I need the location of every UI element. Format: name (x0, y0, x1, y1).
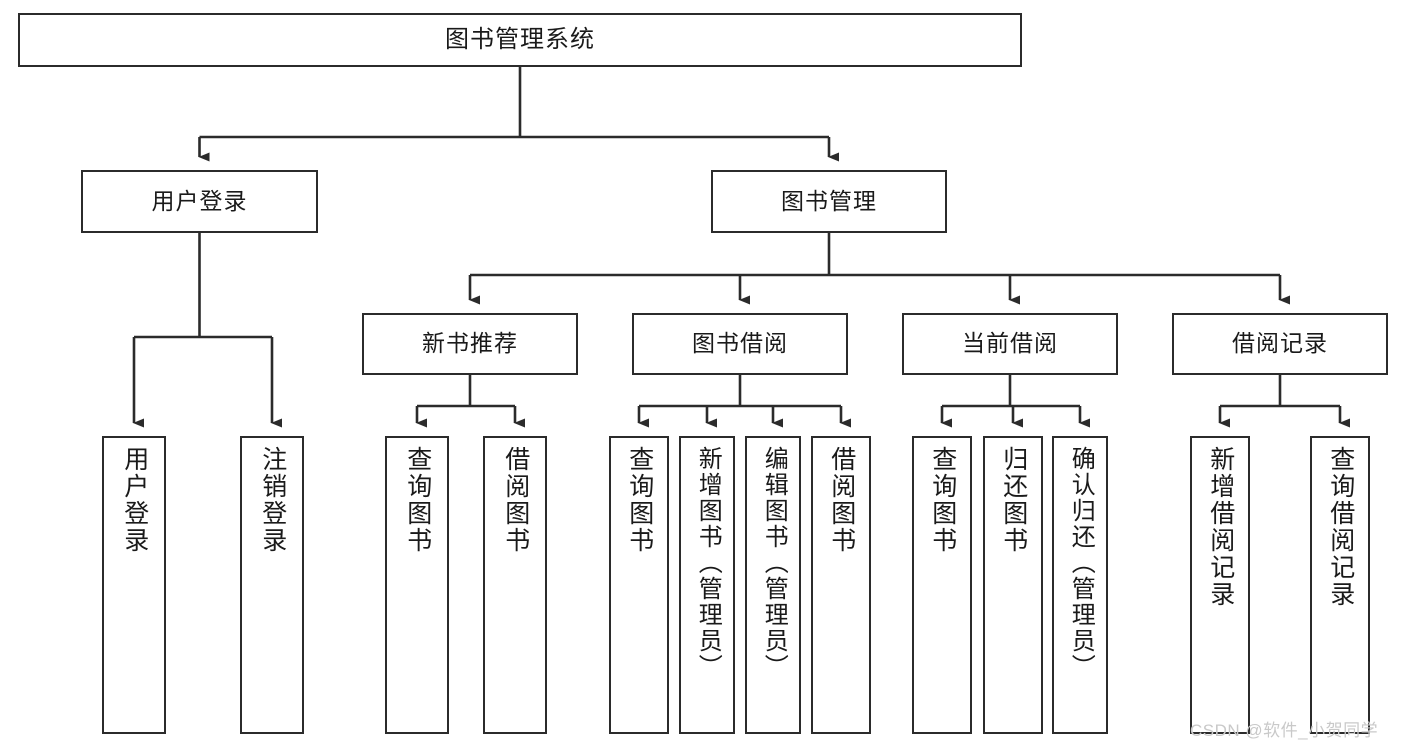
node-label: 新增图书（管理员） (694, 446, 722, 680)
node-leaf-cur-query[interactable]: 查询图书 (912, 436, 972, 734)
node-label: 查询图书 (625, 446, 654, 554)
node-label: 用户登录 (120, 446, 149, 554)
node-label: 查询借阅记录 (1326, 446, 1355, 608)
node-label: 借阅图书 (501, 446, 530, 554)
node-leaf-cur-return[interactable]: 归还图书 (983, 436, 1043, 734)
node-label: 注销登录 (258, 446, 287, 554)
node-leaf-userlogin[interactable]: 用户登录 (102, 436, 166, 734)
watermark-label: CSDN @软件_小贺同学 (1190, 721, 1379, 740)
node-l2-bookmgr[interactable]: 图书管理 (711, 170, 947, 233)
node-label: 新书推荐 (422, 330, 518, 357)
node-l3-newbook[interactable]: 新书推荐 (362, 313, 578, 375)
node-label: 确认归还（管理员） (1067, 446, 1095, 680)
node-label: 当前借阅 (962, 330, 1058, 357)
node-label: 借阅记录 (1232, 330, 1328, 357)
node-l2-login[interactable]: 用户登录 (81, 170, 318, 233)
node-leaf-logout[interactable]: 注销登录 (240, 436, 304, 734)
node-label: 归还图书 (999, 446, 1028, 554)
node-label: 查询图书 (403, 446, 432, 554)
node-leaf-bb-lend[interactable]: 借阅图书 (811, 436, 871, 734)
node-leaf-nb-query[interactable]: 查询图书 (385, 436, 449, 734)
node-label: 图书借阅 (692, 330, 788, 357)
node-label: 图书管理系统 (445, 25, 595, 53)
node-label: 图书管理 (781, 187, 877, 214)
node-l3-current[interactable]: 当前借阅 (902, 313, 1118, 375)
node-root[interactable]: 图书管理系统 (18, 13, 1022, 67)
node-label: 借阅图书 (827, 446, 856, 554)
node-l3-record[interactable]: 借阅记录 (1172, 313, 1388, 375)
node-l3-borrow[interactable]: 图书借阅 (632, 313, 848, 375)
node-leaf-bb-query[interactable]: 查询图书 (609, 436, 669, 734)
node-label: 用户登录 (151, 187, 248, 214)
node-leaf-nb-borrow[interactable]: 借阅图书 (483, 436, 547, 734)
node-label: 编辑图书（管理员） (760, 446, 788, 680)
node-leaf-rec-add[interactable]: 新增借阅记录 (1190, 436, 1250, 734)
node-leaf-bb-add[interactable]: 新增图书（管理员） (679, 436, 735, 734)
node-leaf-bb-edit[interactable]: 编辑图书（管理员） (745, 436, 801, 734)
node-label: 查询图书 (928, 446, 957, 554)
node-leaf-cur-confirm[interactable]: 确认归还（管理员） (1052, 436, 1108, 734)
node-label: 新增借阅记录 (1206, 446, 1235, 608)
node-leaf-rec-query[interactable]: 查询借阅记录 (1310, 436, 1370, 734)
